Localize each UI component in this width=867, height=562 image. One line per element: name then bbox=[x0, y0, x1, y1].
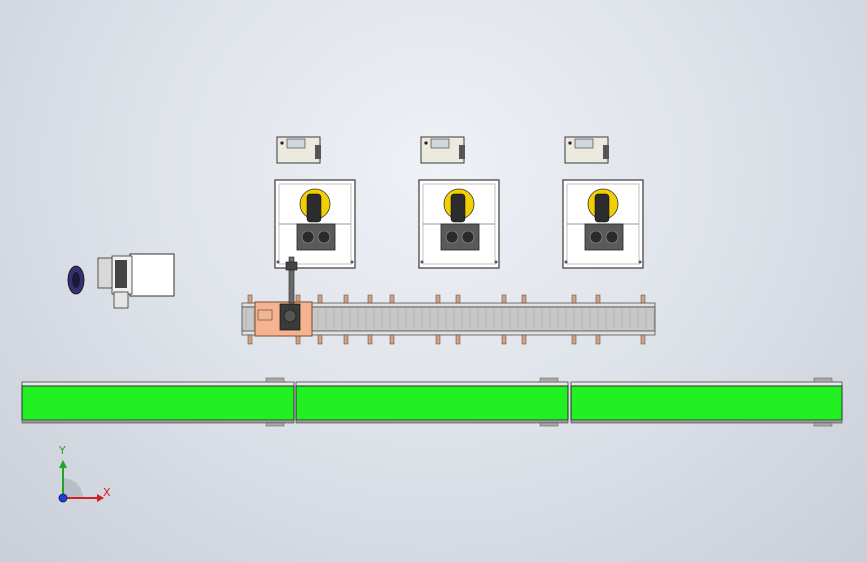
conveyor-post bbox=[343, 294, 349, 304]
controller-unit[interactable] bbox=[276, 136, 321, 164]
conveyor-post bbox=[501, 334, 507, 345]
conveyor-post bbox=[389, 334, 395, 345]
conveyor-post bbox=[247, 294, 253, 304]
conveyor-post bbox=[367, 334, 373, 345]
conveyor-post bbox=[595, 334, 601, 345]
controller-button bbox=[424, 141, 428, 145]
panel-foot bbox=[539, 377, 559, 383]
panel-foot bbox=[813, 377, 833, 383]
robot-gripper bbox=[285, 261, 298, 271]
controller-connector bbox=[603, 145, 609, 159]
panel-bottom-rail bbox=[295, 419, 569, 424]
conveyor-post bbox=[521, 334, 527, 345]
controller-connector bbox=[315, 145, 321, 159]
transfer-carriage[interactable] bbox=[254, 256, 313, 337]
feeder-foot bbox=[113, 291, 129, 309]
mount-bolt bbox=[494, 260, 498, 264]
conveyor-post bbox=[521, 294, 527, 304]
controller-button bbox=[280, 141, 284, 145]
x-axis-arrow bbox=[97, 494, 104, 502]
station[interactable] bbox=[274, 179, 356, 269]
controller-unit[interactable] bbox=[564, 136, 609, 164]
fixture-wheel bbox=[589, 230, 603, 244]
conveyor-post bbox=[571, 294, 577, 304]
mount-bolt bbox=[420, 260, 424, 264]
panel-foot bbox=[813, 422, 833, 427]
panel-foot bbox=[539, 422, 559, 427]
conveyor-post bbox=[455, 334, 461, 345]
feeder-core bbox=[115, 260, 127, 288]
panel-foot bbox=[265, 422, 285, 427]
conveyor-post bbox=[501, 294, 507, 304]
fixture-wheel bbox=[301, 230, 315, 244]
stations bbox=[274, 179, 644, 269]
conveyor-post bbox=[435, 334, 441, 345]
controller-connector bbox=[459, 145, 465, 159]
conveyor-bottom-rail bbox=[241, 330, 656, 336]
mount-bolt bbox=[350, 260, 354, 264]
controller-screen bbox=[574, 138, 594, 149]
fixture-wheel bbox=[605, 230, 619, 244]
conveyor-post bbox=[367, 294, 373, 304]
conveyor-post bbox=[389, 294, 395, 304]
triad-plane bbox=[63, 478, 83, 498]
spool-hub bbox=[72, 272, 80, 288]
controller-button bbox=[568, 141, 572, 145]
conveyor-post bbox=[640, 334, 646, 345]
fixture-wheel bbox=[317, 230, 331, 244]
conveyor-post bbox=[640, 294, 646, 304]
conveyor-post bbox=[595, 294, 601, 304]
panel-surface bbox=[295, 385, 569, 421]
spindle-head bbox=[450, 193, 466, 223]
mount-bolt bbox=[638, 260, 642, 264]
feeder-plate bbox=[97, 257, 113, 289]
conveyor-post bbox=[571, 334, 577, 345]
floor-panels bbox=[21, 377, 843, 427]
panel-foot bbox=[265, 377, 285, 383]
carriage-mount bbox=[257, 309, 273, 321]
floor-panel[interactable] bbox=[295, 377, 569, 427]
station[interactable] bbox=[418, 179, 500, 269]
controller-screen bbox=[430, 138, 450, 149]
mount-bolt bbox=[564, 260, 568, 264]
z-axis-origin bbox=[58, 493, 68, 503]
mount-bolt bbox=[276, 260, 280, 264]
controller-screen bbox=[286, 138, 306, 149]
conveyor-post bbox=[317, 294, 323, 304]
floor-panel[interactable] bbox=[21, 377, 295, 427]
conveyor-post bbox=[317, 334, 323, 345]
panel-surface bbox=[21, 385, 295, 421]
conveyor-post bbox=[455, 294, 461, 304]
view-triad[interactable] bbox=[58, 460, 104, 503]
spindle-head bbox=[594, 193, 610, 223]
robot-joint bbox=[283, 309, 297, 323]
conveyor-post bbox=[435, 294, 441, 304]
conveyor-post bbox=[343, 334, 349, 345]
panel-bottom-rail bbox=[570, 419, 843, 424]
panel-surface bbox=[570, 385, 843, 421]
fixture-wheel bbox=[461, 230, 475, 244]
floor-panel[interactable] bbox=[570, 377, 843, 427]
feeder-cabinet bbox=[129, 253, 175, 297]
controllers bbox=[276, 136, 609, 164]
conveyor-post bbox=[247, 334, 253, 345]
fixture-wheel bbox=[445, 230, 459, 244]
spindle-head bbox=[306, 193, 322, 223]
y-axis-arrow bbox=[59, 460, 67, 468]
triad-x-label: X bbox=[103, 486, 111, 499]
panel-bottom-rail bbox=[21, 419, 295, 424]
feeder-machine[interactable] bbox=[67, 253, 175, 309]
robot-arm bbox=[288, 256, 295, 304]
triad-y-label: Y bbox=[59, 444, 66, 457]
station[interactable] bbox=[562, 179, 644, 269]
controller-unit[interactable] bbox=[420, 136, 465, 164]
